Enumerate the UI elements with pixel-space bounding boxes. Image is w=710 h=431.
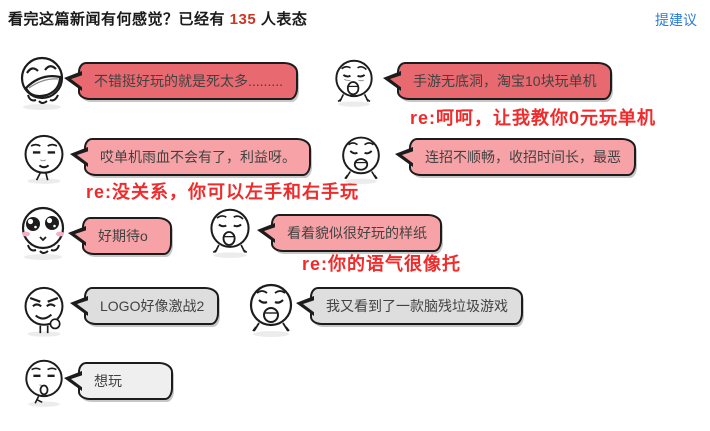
suggestion-link[interactable]: 提建议 [655,12,697,28]
reaction-count: 135 [229,11,257,28]
comment-bubble: 不错挺好玩的就是死太多......... [63,62,299,100]
title-suffix: 人表态 [256,11,308,28]
comment-bubble: 好期待o [68,217,172,255]
cute-meme-face-icon [15,204,71,260]
reply-text: re:呵呵，让我教你0元玩单机 [410,108,657,128]
comment-bubble: 我又看到了一款脑残垃圾游戏 [296,287,523,325]
reply-text: re:没关系，你可以左手和右手玩 [86,182,360,202]
crying-meme-face-icon [205,206,255,258]
crying-meme-face-icon [335,134,387,184]
reply-text: re:你的语气很像托 [302,254,462,274]
laughing-meme-face-icon [15,54,69,110]
stern-meme-face-icon [21,355,67,409]
page-title: 看完这篇新闻有何感觉？已经有 135 人表态 [8,8,307,29]
comment-bubble: 手游无底洞，淘宝10块玩单机 [383,62,612,100]
stern-meme-face-icon [20,132,68,184]
smug-meme-face-icon [20,282,68,338]
comment-bubble: 想玩 [64,362,173,400]
comment-bubble: 连招不顺畅，收招时间长，最恶 [395,138,636,176]
crying-meme-face-icon [331,56,377,108]
comment-bubble: 哎单机雨血不会有了，利益呀。 [70,138,311,176]
comment-bubble: 看着貌似很好玩的样纸 [257,214,442,252]
title-question: 看完这篇新闻有何感觉？已经有 [8,11,230,28]
crying-meme-face-icon [245,281,297,337]
comment-bubble: LOGO好像激战2 [69,287,220,325]
